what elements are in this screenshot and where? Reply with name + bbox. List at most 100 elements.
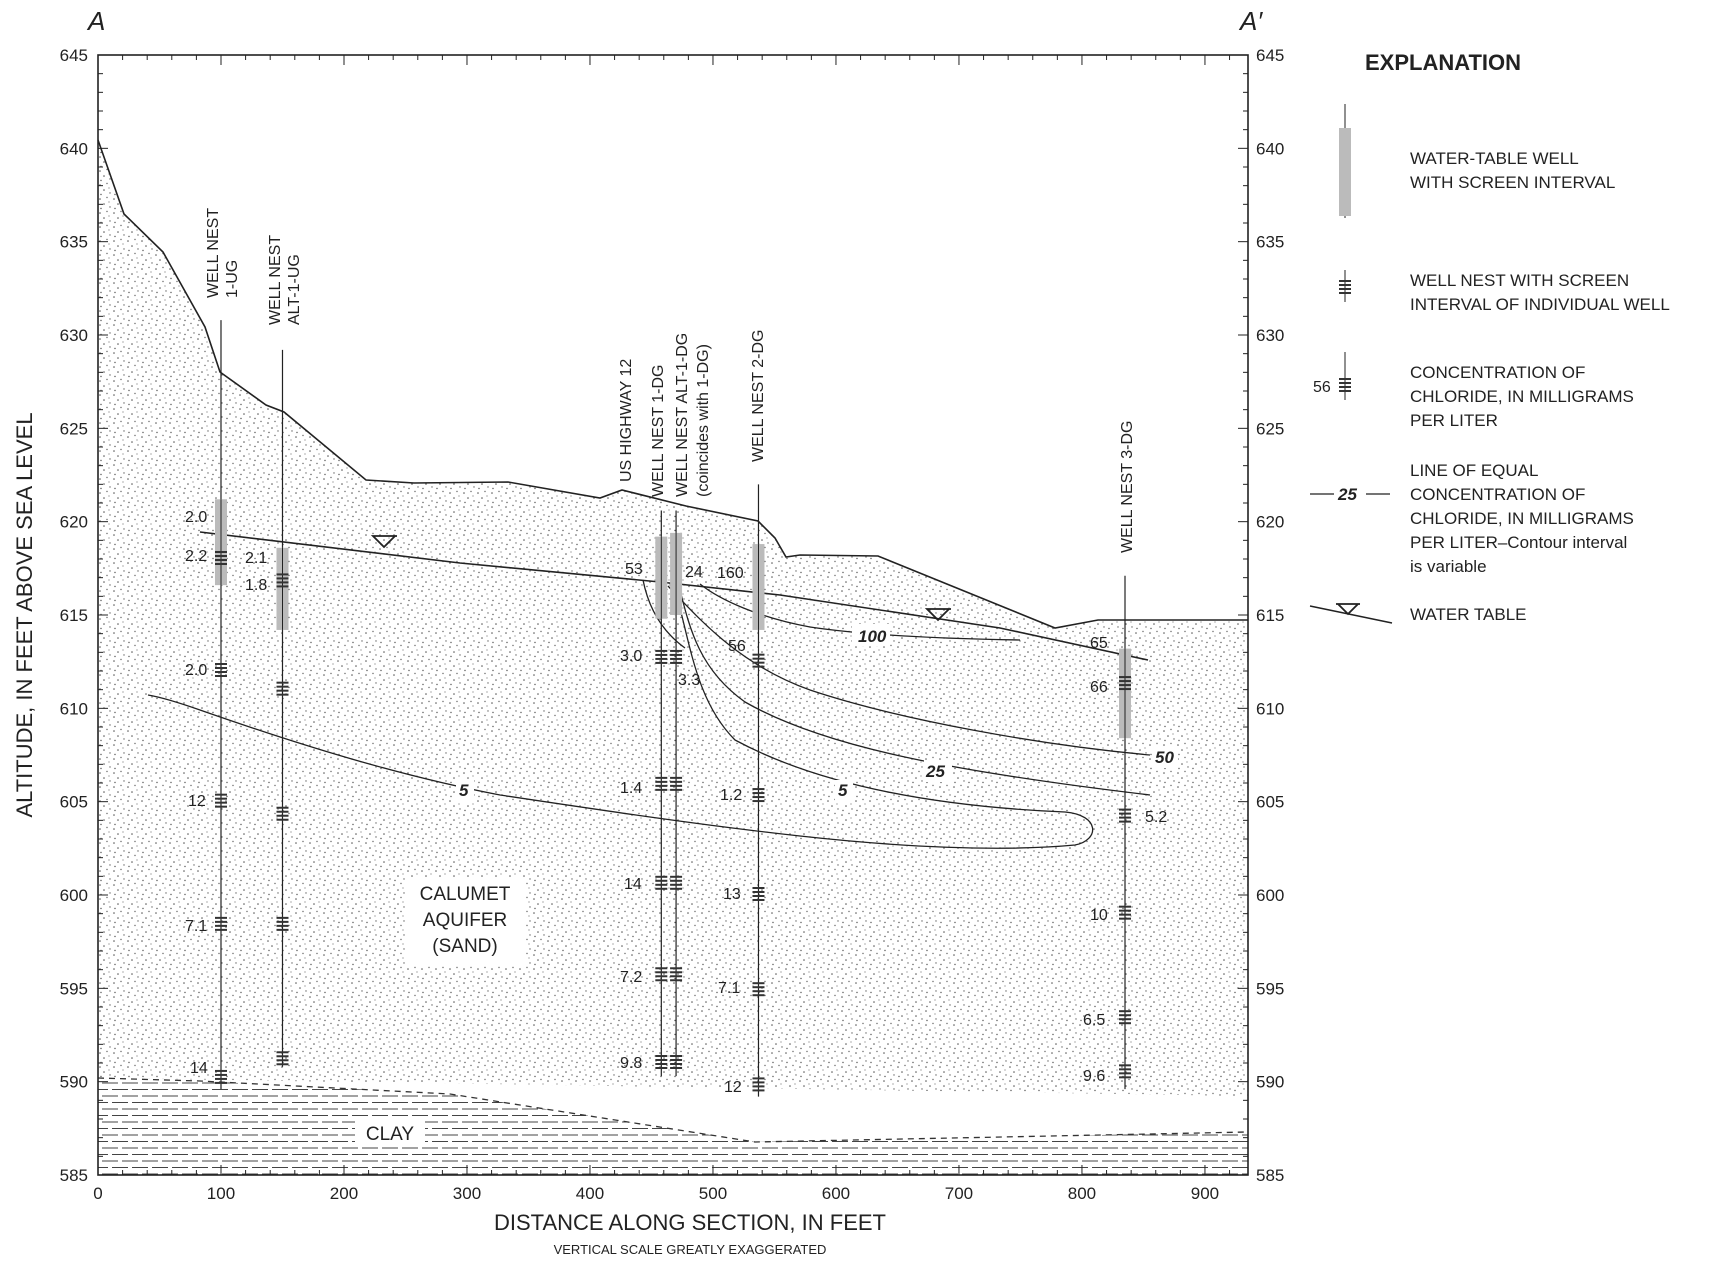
x-tick-label: 600 <box>822 1184 850 1203</box>
conc-nest1ug-2: 2.2 <box>185 548 207 565</box>
well-nest2dg-screen-interval <box>752 653 765 668</box>
conc-nest1dg-1: 53 <box>625 561 643 578</box>
well-nest1dg-screen-interval <box>655 649 668 664</box>
legend-conc-line3: PER LITER <box>1410 411 1498 430</box>
x-tick-label: 700 <box>945 1184 973 1203</box>
contour-label-5-right-text: 5 <box>838 781 848 800</box>
section-letter-right: A′ <box>1238 6 1263 36</box>
legend-wt-well-screen <box>1339 128 1351 216</box>
conc-nest3dg-4: 10 <box>1090 907 1108 924</box>
x-axis-title: DISTANCE ALONG SECTION, IN FEET <box>494 1210 886 1235</box>
conc-alt1dg-1: 24 <box>685 564 703 581</box>
conc-nest1ug-3: 2.0 <box>185 662 207 679</box>
well-nest1ug-screen-interval <box>214 916 227 931</box>
well-nest1dg-screen-interval <box>655 776 668 791</box>
well-alt1dg-screen-interval <box>670 875 683 890</box>
conc-nest1dg-4: 14 <box>624 876 642 893</box>
well-nest3dg-screen-interval <box>1119 905 1132 920</box>
well-alt1dg-screen-interval <box>670 776 683 791</box>
well-nest3dg-screen-interval <box>1119 1064 1132 1079</box>
well-nest2dg-screen-interval <box>752 1077 765 1092</box>
conc-nest1ug-1: 2.0 <box>185 509 207 526</box>
contour-label-100-text: 100 <box>858 627 887 646</box>
y-tick-label-right: 600 <box>1256 886 1284 905</box>
conc-nest3dg-1: 65 <box>1090 635 1108 652</box>
legend-wt-text: WATER TABLE <box>1410 605 1527 624</box>
well-alt1dg-screen-interval <box>670 967 683 982</box>
conc-nest2dg-5: 7.1 <box>718 980 740 997</box>
well-label-nest2dg: WELL NEST 2-DG <box>750 330 767 462</box>
well-label-alt1ug-line2: ALT-1-UG <box>286 254 303 325</box>
legend-nest-screen <box>1339 280 1351 294</box>
y-tick-label-left: 610 <box>60 699 88 718</box>
conc-nest1dg-5: 7.2 <box>620 969 642 986</box>
y-tick-label-right: 645 <box>1256 46 1284 65</box>
y-tick-label-left: 625 <box>60 419 88 438</box>
conc-alt1ug-2: 1.8 <box>245 577 267 594</box>
y-tick-label-right: 620 <box>1256 513 1284 532</box>
well-nest1ug-screen-interval <box>214 1069 227 1084</box>
well-alt1dg-screen-interval <box>670 649 683 664</box>
x-axis-note: VERTICAL SCALE GREATLY EXAGGERATED <box>554 1242 827 1257</box>
well-nest3dg-screen-interval <box>1119 808 1132 823</box>
well-label-nest3dg: WELL NEST 3-DG <box>1119 421 1136 553</box>
legend-contour-sample: 25 <box>1337 485 1357 504</box>
y-tick-label-left: 635 <box>60 233 88 252</box>
well-label-alt1dg-line2: (coincides with 1-DG) <box>695 344 712 497</box>
clay-label-text: CLAY <box>366 1124 415 1145</box>
contour-label-100: 100 <box>852 624 890 646</box>
x-tick-label: 800 <box>1068 1184 1096 1203</box>
conc-nest2dg-3: 1.2 <box>720 787 742 804</box>
conc-nest2dg-4: 13 <box>723 886 741 903</box>
y-tick-label-right: 625 <box>1256 419 1284 438</box>
y-tick-label-right: 610 <box>1256 699 1284 718</box>
legend-contour-line3: CHLORIDE, IN MILLIGRAMS <box>1410 509 1634 528</box>
well-nest2dg-screen-interval <box>752 982 765 997</box>
contour-5-inner <box>147 589 1094 849</box>
sand-unit <box>98 140 1248 1096</box>
legend-nest-line2: INTERVAL OF INDIVIDUAL WELL <box>1410 295 1670 314</box>
y-tick-label-right: 595 <box>1256 979 1284 998</box>
well-label-alt1dg-line1: WELL NEST ALT-1-DG <box>674 333 691 497</box>
conc-nest2dg-1: 160 <box>717 565 744 582</box>
section-letter-left: A <box>86 6 105 36</box>
y-tick-label-right: 640 <box>1256 139 1284 158</box>
legend-wt-well-line2: WITH SCREEN INTERVAL <box>1410 173 1615 192</box>
contour-label-5-left: 5 <box>456 780 474 802</box>
y-tick-label-right: 630 <box>1256 326 1284 345</box>
conc-nest1ug-4: 12 <box>188 793 206 810</box>
well-label-highway: US HIGHWAY 12 <box>618 359 635 482</box>
aquifer-label-line-2: AQUIFER <box>423 910 507 931</box>
clay-contact <box>97 1077 1249 1143</box>
aquifer-label-line-3: (SAND) <box>432 936 497 957</box>
well-nest1dg-screen-interval <box>655 875 668 890</box>
y-tick-label-left: 590 <box>60 1073 88 1092</box>
contour-50 <box>667 585 1151 756</box>
well-label-alt1ug-line1: WELL NEST <box>267 235 284 325</box>
contour-25 <box>679 589 1151 796</box>
clay-unit <box>98 1078 1248 1175</box>
y-tick-label-right: 590 <box>1256 1073 1284 1092</box>
well-alt1dg-screen-interval <box>670 1055 683 1069</box>
y-axis-title: ALTITUDE, IN FEET ABOVE SEA LEVEL <box>12 412 37 817</box>
well-nest2dg-screen-interval <box>752 887 765 901</box>
x-tick-label: 900 <box>1191 1184 1219 1203</box>
y-tick-label-left: 595 <box>60 979 88 998</box>
legend-nest-line1: WELL NEST WITH SCREEN <box>1410 271 1629 290</box>
wells-layer <box>214 320 1132 1097</box>
x-tick-label: 300 <box>453 1184 481 1203</box>
y-tick-label-left: 640 <box>60 139 88 158</box>
well-nest1ug-screen-interval <box>214 793 227 808</box>
well-alt1ug-screen-interval <box>276 573 289 588</box>
well-nest1dg-screen-interval <box>655 1055 668 1069</box>
water-table-symbol-1 <box>370 535 398 549</box>
conc-nest3dg-2: 66 <box>1090 679 1108 696</box>
y-tick-label-right: 605 <box>1256 793 1284 812</box>
well-nest2dg-screen-interval <box>752 788 765 803</box>
contour-label-50: 50 <box>1152 746 1178 768</box>
x-tick-label: 0 <box>93 1184 102 1203</box>
clay-label: CLAY <box>355 1118 425 1146</box>
y-tick-label-left: 615 <box>60 606 88 625</box>
